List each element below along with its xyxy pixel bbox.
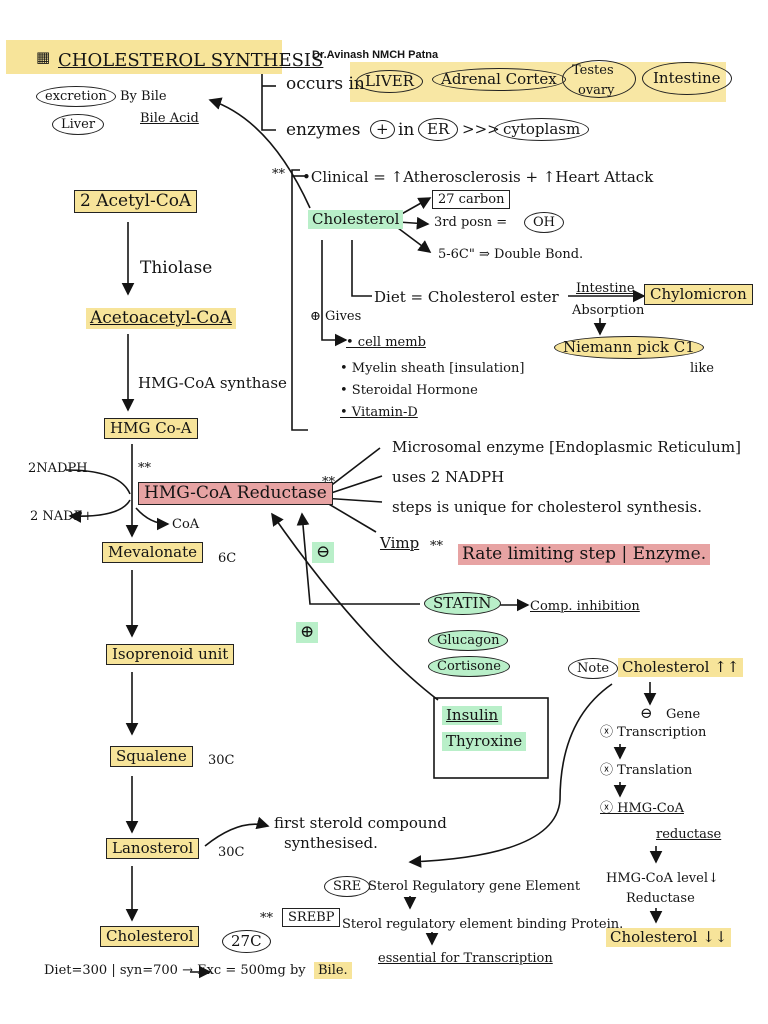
gives-label: ⊕ Gives xyxy=(310,309,362,324)
bottom-note: Diet=300 | syn=700 → Exc = 500mg by xyxy=(44,963,306,978)
oh-group: OH xyxy=(524,212,564,233)
absorption-label: Absorption xyxy=(572,303,645,318)
use-cell-membrane: • cell memb xyxy=(346,335,426,350)
rate-limiting-note: Rate limiting step | Enzyme. xyxy=(458,544,711,565)
squalene: Squalene xyxy=(110,746,193,767)
cytoplasm-label: cytoplasm xyxy=(494,118,590,141)
comp-inhibition: Comp. inhibition xyxy=(530,599,640,614)
use-steroid-hormone: • Steroidal Hormone xyxy=(340,383,478,398)
plus-sign: + xyxy=(370,120,395,139)
cholesterol-node: Cholesterol xyxy=(308,210,404,229)
thyroxine: Thyroxine xyxy=(442,732,527,751)
use-vitamin-d: • Vitamin-D xyxy=(340,405,418,420)
isoprenoid-unit: Isoprenoid unit xyxy=(106,644,235,665)
niemann-pick: Niemann pick C1 xyxy=(554,336,704,359)
srebp-stars: ** xyxy=(260,911,273,926)
reductase-level: Reductase xyxy=(626,891,695,906)
mevalonate: Mevalonate xyxy=(102,542,203,563)
niemann-like: like xyxy=(690,361,714,376)
cholesterol-low: Cholesterol ↓↓ xyxy=(606,928,732,947)
in-label: in xyxy=(398,120,415,140)
occurs-in-label: occurs in xyxy=(286,74,365,94)
statin: STATIN xyxy=(424,592,501,615)
inhibition-symbol: ⊖ xyxy=(312,542,335,563)
squalene-carbons: 30C xyxy=(208,753,235,768)
enzymes-label: enzymes xyxy=(286,120,361,140)
cholesterol-end: Cholesterol xyxy=(100,926,200,947)
author-credit: Dr.Avinash NMCH Patna xyxy=(312,49,439,61)
gene-label: Gene xyxy=(666,707,701,722)
hmg-coa: HMG Co-A xyxy=(104,418,198,439)
cholesterol-carbons: 27C xyxy=(222,930,271,953)
note-label: Note xyxy=(568,658,619,679)
chylomicron: Chylomicron xyxy=(644,284,753,305)
er-label: ER xyxy=(418,118,459,141)
diet-ester: Diet = Cholesterol ester xyxy=(374,288,559,306)
reductase-stars: ** xyxy=(138,461,151,476)
minus-symbol: ⊖ xyxy=(640,704,653,722)
site-liver: LIVER xyxy=(356,70,423,93)
acetyl-coa: 2 Acetyl-CoA xyxy=(74,190,198,213)
lanosterol-carbons: 30C xyxy=(218,845,245,860)
glucagon: Glucagon xyxy=(428,630,509,651)
first-sterol-label: first sterold compound xyxy=(274,814,447,832)
clinical-note: •Clinical = ↑Atherosclerosis + ↑Heart At… xyxy=(302,168,654,186)
hmg-level: HMG-CoA level↓ xyxy=(606,871,719,886)
transcription-step: ⓧ Transcription xyxy=(600,725,707,740)
insulin: Insulin xyxy=(442,706,503,725)
bottom-note-bile: Bile. xyxy=(314,962,352,979)
carbon-count: 27 carbon xyxy=(432,190,511,209)
site-adrenal-cortex: Adrenal Cortex xyxy=(432,68,566,91)
third-position: 3rd posn = xyxy=(434,215,508,230)
liver-label: Liver xyxy=(52,114,105,135)
hmg-coa-step: ⓧ HMG-CoA xyxy=(600,801,684,816)
activation-symbol: ⊕ xyxy=(296,622,319,643)
intestine-label: Intestine xyxy=(576,281,635,296)
thiolase-label: Thiolase xyxy=(140,258,213,278)
synthesised-label: synthesised. xyxy=(284,834,378,852)
reductase-step: reductase xyxy=(656,827,722,842)
srebp-label: SREBP xyxy=(282,908,341,927)
microsomal-note: Microsomal enzyme [Endoplasmic Reticulum… xyxy=(392,438,741,456)
hmg-synthase-label: HMG-CoA synthase xyxy=(138,374,287,392)
srebp-text: Sterol regulatory element binding Protei… xyxy=(342,917,624,932)
by-bile-label: By Bile xyxy=(120,89,167,104)
mevalonate-carbons: 6C xyxy=(218,551,237,566)
cholesterol-high: Cholesterol ↑↑ xyxy=(618,658,744,677)
nadph-label: 2NADPH xyxy=(28,461,88,476)
coa-label: CoA xyxy=(172,517,200,532)
acetoacetyl-coa: Acetoacetyl-CoA xyxy=(86,308,236,329)
sre-label: SRE xyxy=(324,876,371,897)
site-intestine: Intestine xyxy=(642,62,732,95)
vimp-stars: ** xyxy=(430,539,443,554)
translation-step: ⓧ Translation xyxy=(600,763,693,778)
essential-transcription: essential for Transcription xyxy=(378,951,553,966)
grid-icon: ▦ xyxy=(36,48,51,66)
double-bond: 5-6C" ⇒ Double Bond. xyxy=(438,247,584,262)
lanosterol: Lanosterol xyxy=(106,838,200,859)
arrows-label: >>> xyxy=(462,120,500,138)
page-title: CHOLESTEROL SYNTHESIS xyxy=(58,50,324,71)
hmg-coa-reductase: HMG-CoA Reductase xyxy=(138,482,333,505)
cortisone: Cortisone xyxy=(428,656,510,677)
steps-unique-note: steps is unique for cholesterol synthesi… xyxy=(392,498,702,516)
bile-acid-label: Bile Acid xyxy=(140,111,199,126)
vimp-label: Vimp xyxy=(380,534,420,552)
sre-text: Sterol Regulatory gene Element xyxy=(368,879,581,894)
reductase-notes-stars: ** xyxy=(322,475,335,490)
clinical-stars: ** xyxy=(272,167,285,182)
excretion-label: excretion xyxy=(36,86,116,107)
nadp-label: 2 NADP+ xyxy=(30,509,94,524)
use-myelin: • Myelin sheath [insulation] xyxy=(340,361,525,376)
uses-nadph-note: uses 2 NADPH xyxy=(392,468,505,486)
